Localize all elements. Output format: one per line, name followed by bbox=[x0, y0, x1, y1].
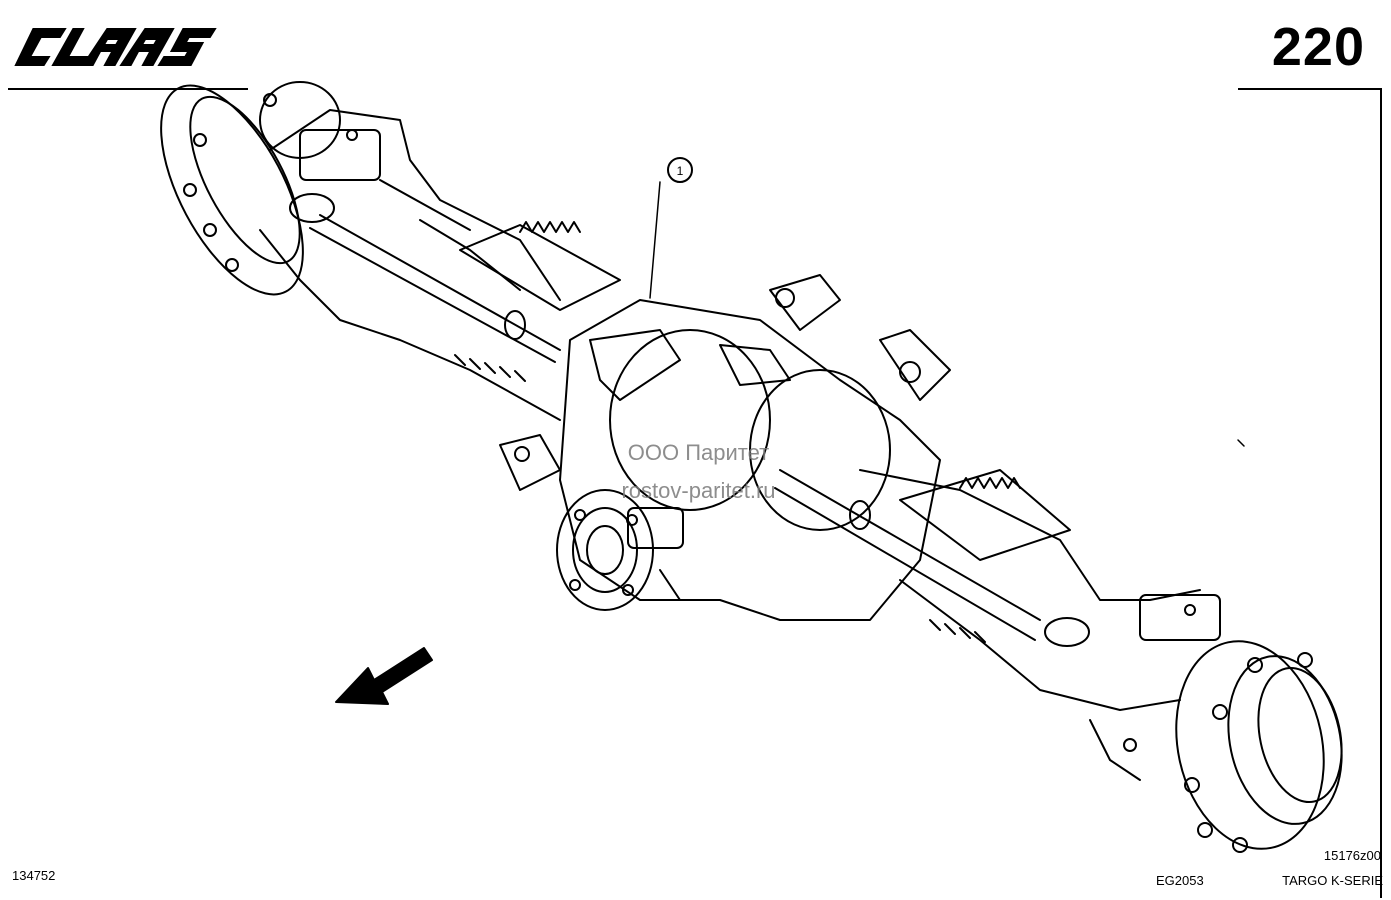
footer-drawing-code: EG2053 bbox=[1156, 873, 1204, 888]
watermark-line-2: rostov-paritet.ru bbox=[621, 478, 776, 503]
callout-1: 1 bbox=[649, 157, 693, 299]
frame-right-edge bbox=[1380, 88, 1382, 898]
footer-sheet-ref: 15176z00 bbox=[1323, 848, 1381, 863]
footer-left-ref: 134752 bbox=[12, 868, 56, 883]
right-tie-rod bbox=[774, 469, 1090, 647]
right-axle-housing bbox=[859, 469, 1221, 781]
claas-logo bbox=[14, 28, 217, 66]
center-differential-housing bbox=[499, 274, 951, 621]
header-rule-right bbox=[1238, 88, 1380, 90]
header-rule-left bbox=[8, 88, 248, 90]
left-axle-housing bbox=[259, 109, 621, 421]
page-number: 220 bbox=[1271, 17, 1365, 77]
left-wheel-hub bbox=[160, 81, 341, 296]
callout-1-label: 1 bbox=[677, 164, 684, 178]
right-wheel-hub bbox=[1123, 640, 1343, 853]
left-tie-rod bbox=[289, 193, 561, 363]
footer-series: TARGO K-SERIE bbox=[1282, 873, 1383, 888]
direction-arrow-icon bbox=[335, 647, 433, 705]
watermark-line-1: ООО Паритет bbox=[627, 440, 770, 465]
pinion-flange bbox=[556, 489, 684, 611]
